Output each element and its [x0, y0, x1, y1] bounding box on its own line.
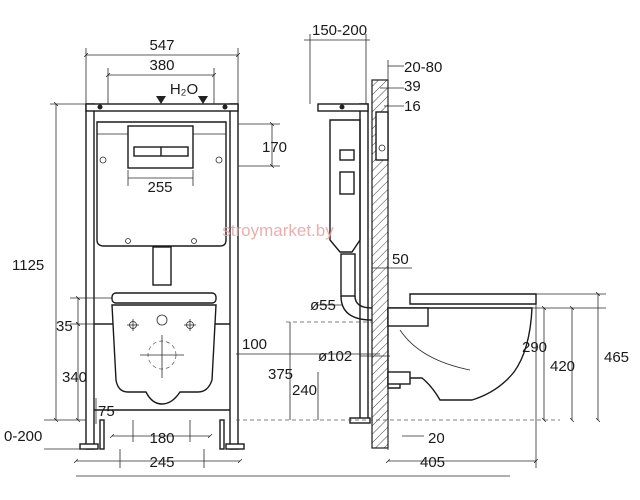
dim-pipe-offset: 75: [98, 403, 115, 420]
dim-leg-adjust: 0-200: [4, 428, 42, 445]
dim-depth-16: 16: [404, 98, 421, 115]
dim-bracket-spacing: 380: [149, 57, 174, 74]
dim-wall-gap: 20: [428, 430, 445, 447]
frame-side-post: [359, 103, 369, 423]
cistern: [96, 121, 227, 247]
dim-seat-height: 420: [550, 358, 575, 375]
water-inlet-marker-right: [198, 96, 208, 104]
front-view: 547 380 H₂O 255 170 1125 35 340 75 0-200: [4, 37, 510, 477]
dim-outlet-offset: 50: [392, 251, 409, 268]
frame-top-rail: [85, 103, 239, 112]
frame-right-post: [229, 103, 239, 450]
toilet-seat-side: [409, 293, 537, 305]
dim-drain-height: 100: [242, 336, 267, 353]
frame-left-post: [85, 103, 95, 450]
dim-plate-width: 255: [147, 179, 172, 196]
dim-bowl-projection: 405: [420, 454, 445, 471]
dim-flush-offset: 35: [56, 318, 73, 335]
dim-overall-width: 547: [149, 37, 174, 54]
dim-frame-height: 1125: [12, 257, 44, 274]
side-view: 150-200 20-80 39 16 50 ø55 100 ø102 375 …: [236, 22, 629, 471]
dim-leg-spacing: 245: [149, 454, 174, 471]
toilet-bowl-front: [111, 304, 217, 405]
cistern-side: [329, 119, 361, 253]
dim-depth-range: 20-80: [404, 59, 442, 76]
dim-wall-mount-range: 150-200: [312, 22, 367, 39]
bolt-markers: [127, 314, 196, 378]
dim-bowl-height: 340: [62, 369, 87, 386]
watermark: stroymarket.by: [222, 221, 334, 240]
dim-plate-height: 170: [262, 139, 287, 156]
dim-drain-low: 240: [292, 382, 317, 399]
dim-bowl-rim-height: 290: [522, 339, 547, 356]
toilet-seat: [111, 292, 217, 304]
flush-pipe-side: [340, 253, 356, 297]
dim-total-height: 465: [604, 349, 629, 366]
flush-pipe: [152, 246, 172, 286]
dim-bolt-spacing: 180: [149, 430, 174, 447]
water-inlet-label: H₂O: [170, 81, 198, 98]
dim-inlet-diameter: ø55: [310, 297, 336, 314]
toilet-bowl-side: [387, 307, 533, 401]
dim-drain-axis: 375: [268, 366, 293, 383]
dim-drain-diameter: ø102: [318, 348, 352, 365]
water-inlet-marker-left: [156, 96, 166, 104]
dim-depth-39: 39: [404, 78, 421, 95]
